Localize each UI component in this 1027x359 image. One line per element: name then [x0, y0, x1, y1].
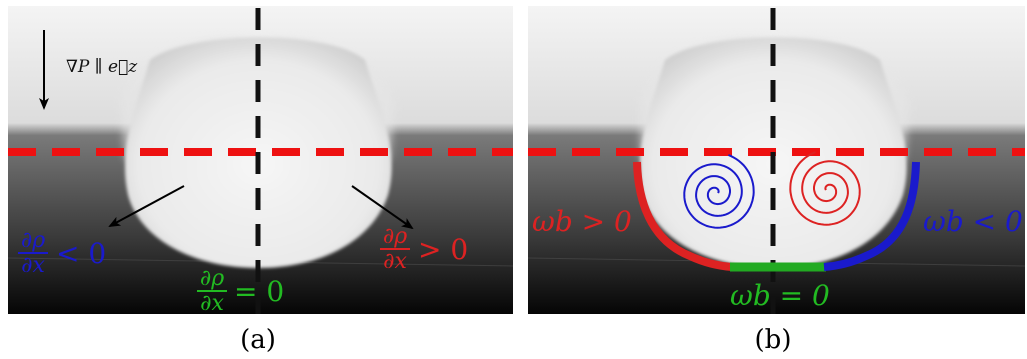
svg-text:= 0: = 0 [234, 275, 284, 308]
omega-zero-label: ωb = 0 [730, 279, 830, 312]
panel-b-caption: (b) [755, 325, 792, 355]
left-derivative-label: ∂ρ ∂x < 0 [18, 228, 106, 278]
right-derivative-label: ∂ρ ∂x > 0 [380, 224, 468, 274]
left-gradient-arrow [108, 185, 185, 227]
arc-negative-segment [823, 161, 920, 271]
panel-a [8, 6, 513, 314]
arc-positive-segment [633, 161, 733, 271]
center-derivative-label: ∂ρ ∂x = 0 [197, 266, 284, 316]
svg-text:< 0: < 0 [56, 237, 106, 270]
left-vortex-spiral [683, 154, 755, 229]
svg-text:∂x: ∂x [21, 253, 45, 278]
omega-negative-label: ωb < 0 [923, 205, 1023, 238]
svg-text:∂ρ: ∂ρ [21, 228, 45, 253]
pressure-gradient-label: ∇P ∥ e⃗z [66, 57, 138, 77]
svg-text:> 0: > 0 [418, 233, 468, 266]
panel-a-caption: (a) [240, 325, 276, 355]
right-gradient-arrow [351, 185, 414, 230]
panel-b [528, 6, 1025, 314]
svg-text:∂x: ∂x [200, 291, 224, 316]
omega-positive-label: ωb > 0 [532, 205, 632, 238]
svg-text:∂ρ: ∂ρ [200, 266, 224, 291]
svg-text:∂ρ: ∂ρ [383, 224, 407, 249]
right-vortex-spiral [789, 151, 861, 226]
svg-text:∂x: ∂x [383, 249, 407, 274]
